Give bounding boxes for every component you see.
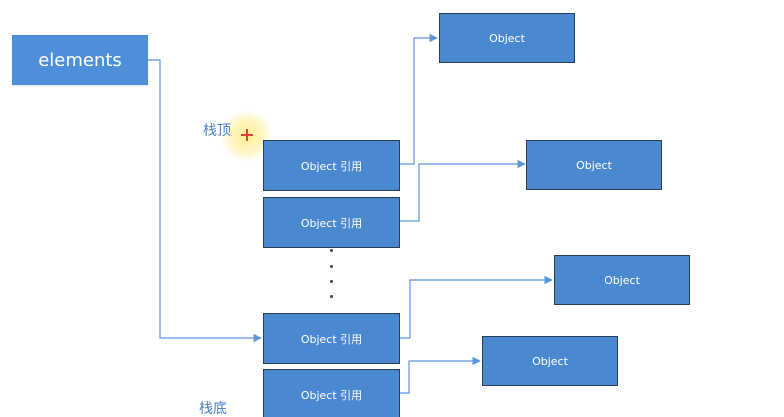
elements-to-stack-arrow [148,59,262,343]
stack-reference-node: Object 引用 [263,197,400,248]
stack-item-1-to-object-1-arrow [400,33,438,165]
stack-item-2-to-object-2-arrow [400,159,526,222]
stack-top-label: 栈顶 [203,123,231,139]
stack-bottom-label: 栈底 [199,401,227,417]
object-node: Object [554,255,690,305]
stack-reference-node: Object 引用 [263,313,400,364]
stack-reference-node: Object 引用 [263,369,400,417]
stack-item-4-to-object-4-arrow [400,356,481,394]
object-node: Object [482,336,618,386]
plus-cursor-icon [241,129,253,141]
elements-node: elements [12,35,148,85]
object-node: Object [439,13,575,63]
stack-ellipsis [329,249,335,305]
stack-reference-node: Object 引用 [263,140,400,191]
object-node: Object [526,140,662,190]
stack-item-3-to-object-3-arrow [400,275,553,339]
